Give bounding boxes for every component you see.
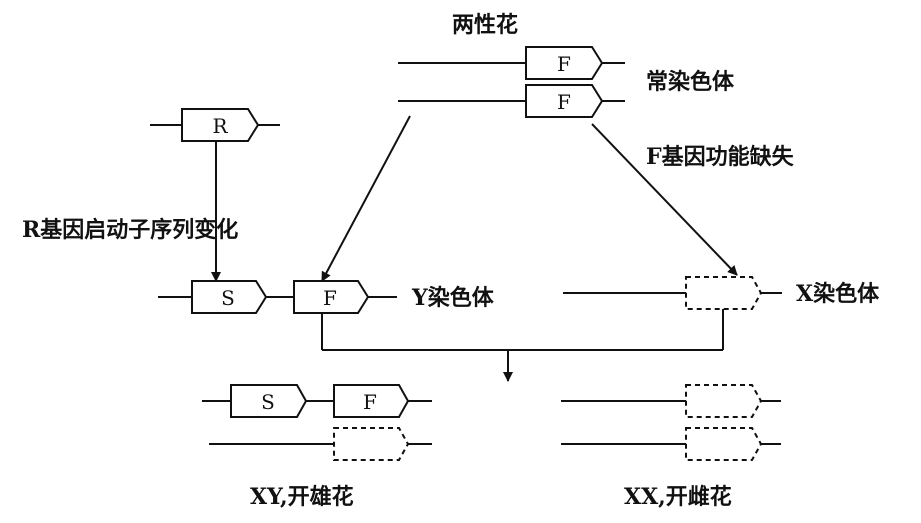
xy-x-f-gene-deleted [333,427,410,461]
x-chromosome [563,276,782,310]
xy-male-label: XY,开雄花 [250,484,354,510]
xy-result: S F [202,384,432,461]
autosome-to-y-arrow [321,115,411,282]
autosome-label: 常染色体 [646,69,735,95]
r-gene [181,108,260,142]
r-gene-chromosome: R [150,108,280,142]
x-chromosome-label: X染色体 [796,281,880,307]
f-loss-arrow [591,123,738,276]
autosome-bottom-f-label: F [557,90,571,114]
autosome-pair: F F [398,46,625,118]
combination-bracket [321,309,724,382]
autosome-top-f-label: F [557,52,571,76]
y-s-gene-label: S [221,286,235,310]
xx-bottom-f-gene-deleted [685,427,763,461]
y-s-gene [191,280,268,314]
bisexual-flower-label: 两性花 [452,12,518,38]
f-loss-label: F基因功能缺失 [646,144,795,170]
r-gene-label: R [212,114,228,138]
y-chromosome: S F [158,280,397,314]
xx-result [561,384,781,461]
y-f-gene [293,280,370,314]
x-f-gene-deleted [685,276,763,310]
xy-f-gene-label: F [363,390,377,414]
xy-f-gene [333,384,410,418]
y-chromosome-label: Y染色体 [411,285,495,311]
autosome-bottom-f-gene [525,84,604,118]
xx-female-label: XX,开雌花 [624,484,732,510]
y-f-gene-label: F [323,286,337,310]
xy-s-gene-label: S [261,390,275,414]
autosome-top-f-gene [525,46,604,80]
r-promoter-change-label: R基因启动子序列变化 [22,217,238,243]
xy-s-gene [230,384,308,418]
xx-top-f-gene-deleted [685,384,763,418]
